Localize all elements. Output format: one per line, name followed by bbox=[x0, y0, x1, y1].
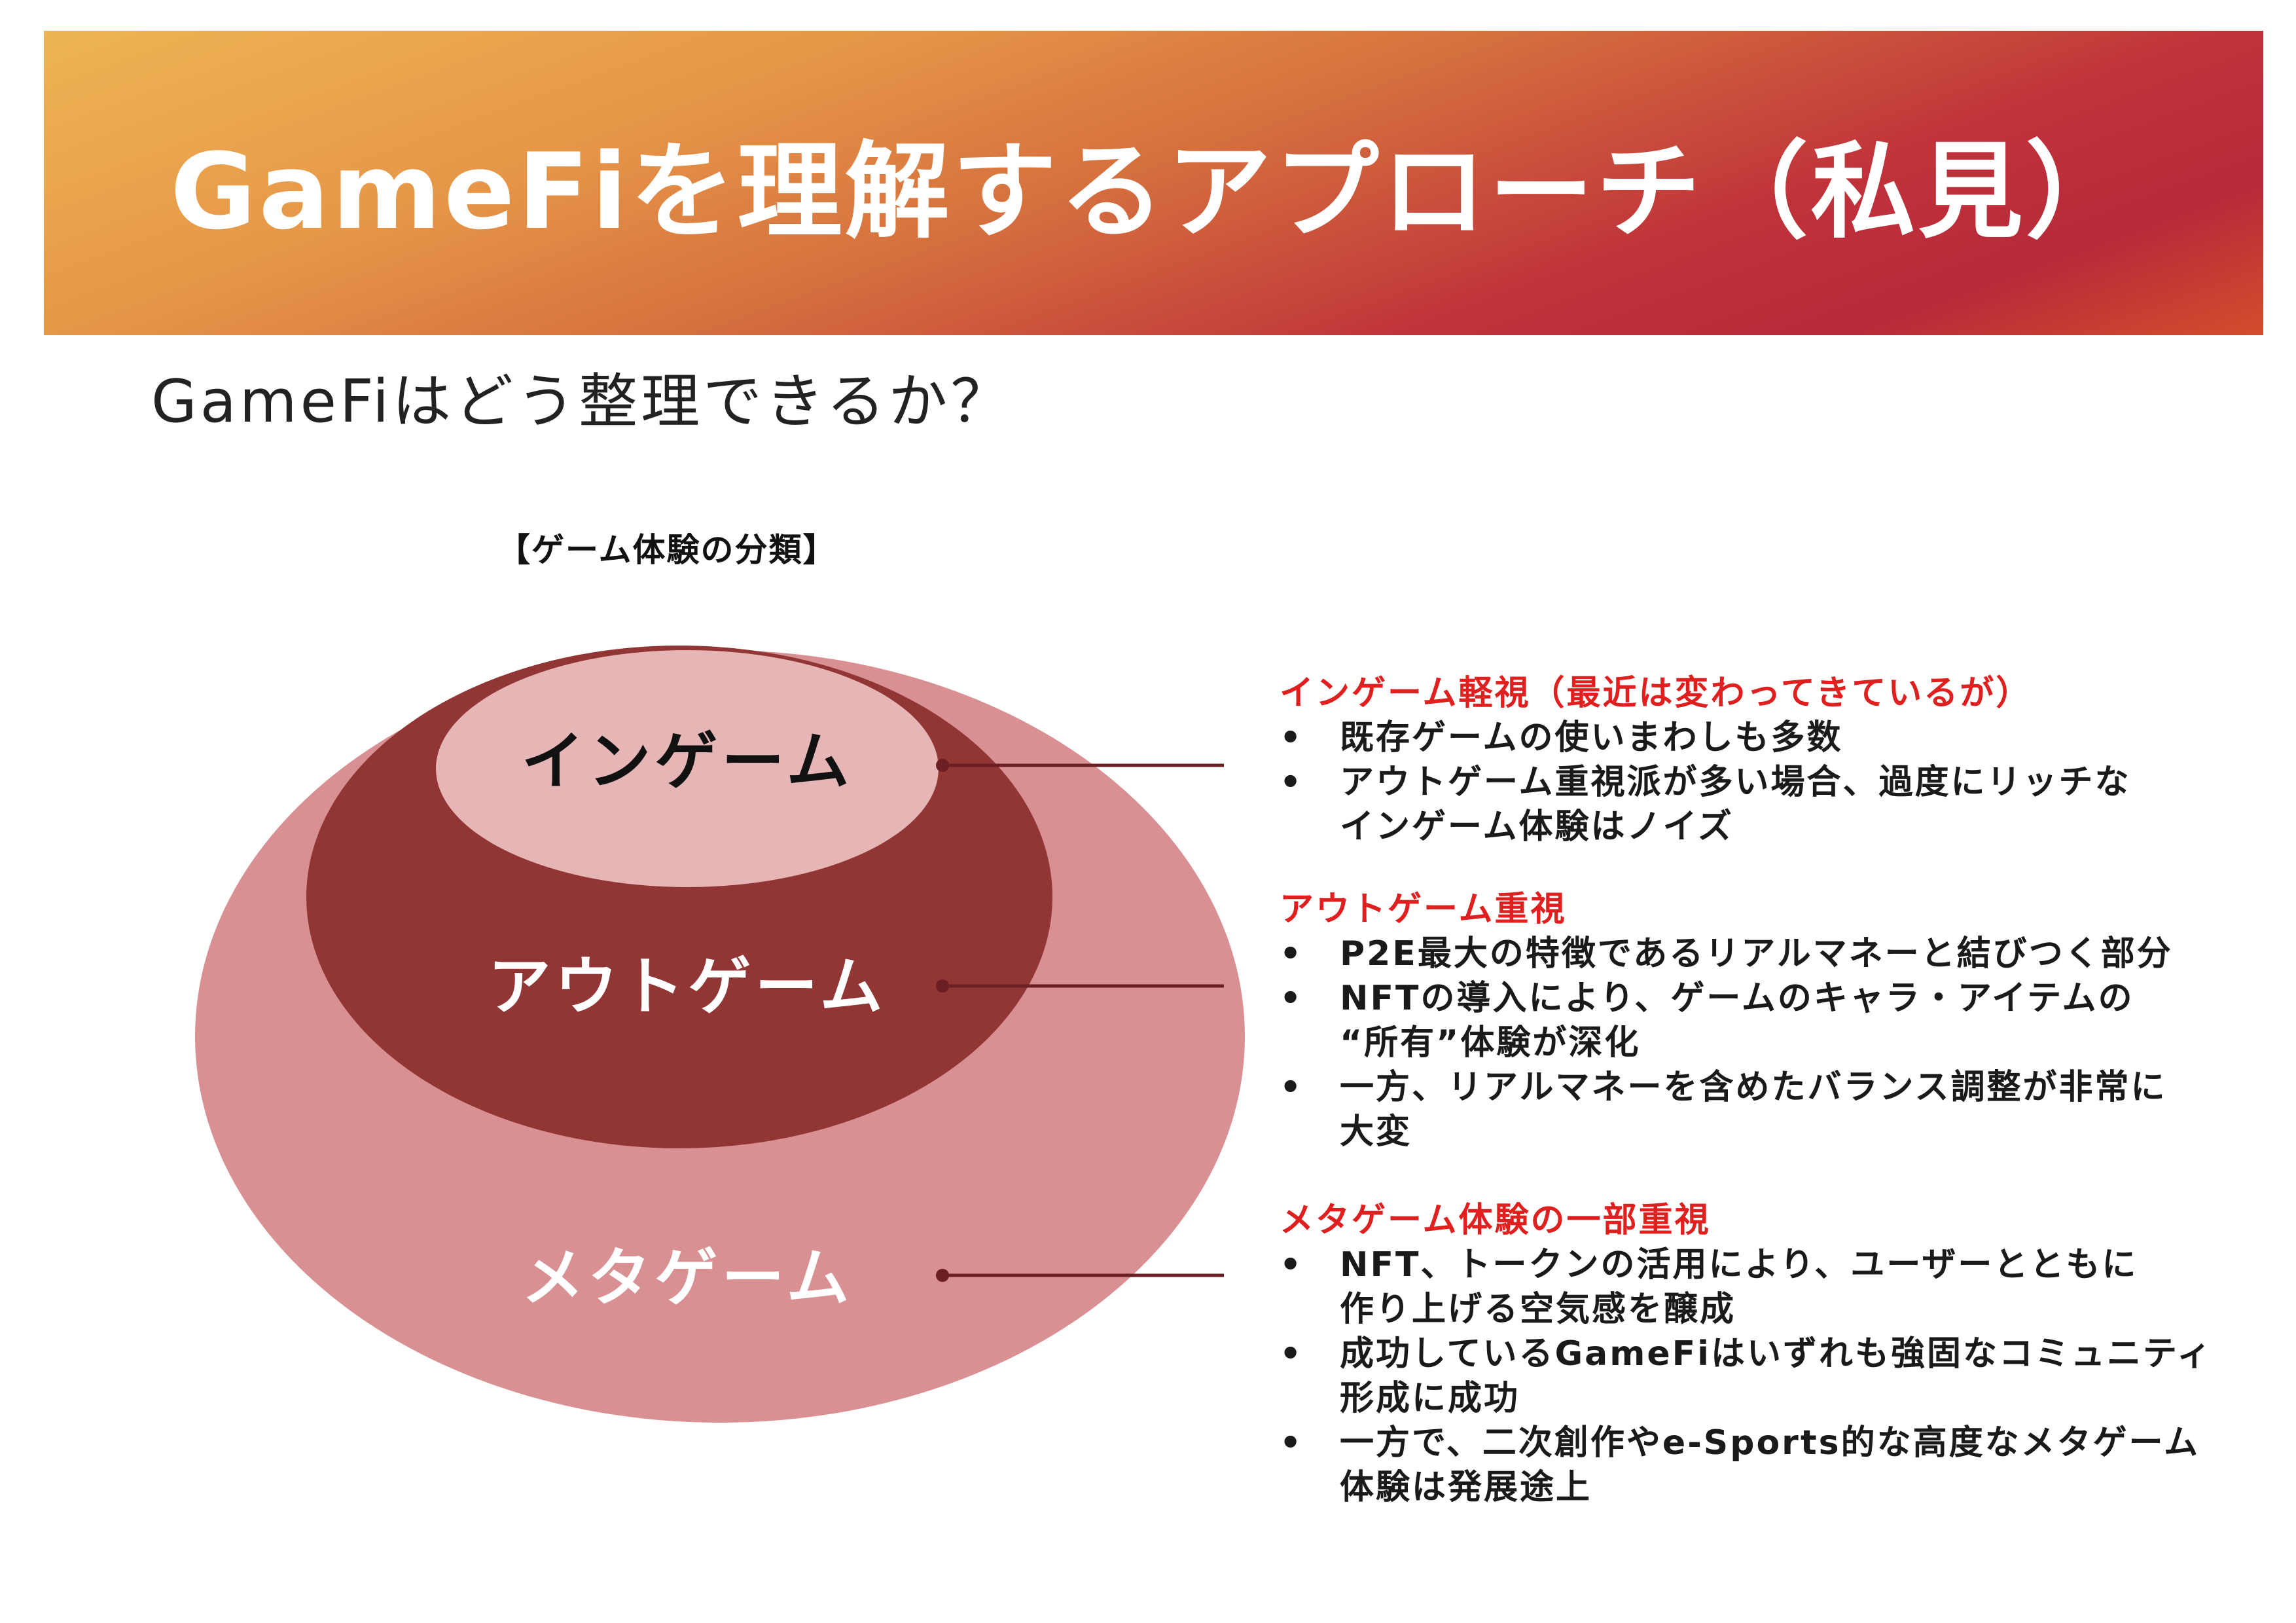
section-ingame: インゲーム軽視（最近は変わってきているが） • 既存ゲームの使いまわしも多数 • ア… bbox=[1280, 671, 2235, 849]
section-heading: メタゲーム体験の一部重視 bbox=[1280, 1201, 1711, 1240]
connector-metagame bbox=[936, 1269, 1224, 1282]
title-banner: GameFiを理解するアプローチ（私見） bbox=[44, 31, 2263, 335]
bullet-item: • アウトゲーム重視派が多い場合、過度にリッチな インゲーム体験はノイズ bbox=[1280, 760, 2235, 849]
bullet-list: • P2E最大の特徴であるリアルマネーと結びつく部分 • NFTの導入により、ゲーム… bbox=[1280, 932, 2235, 1154]
bullet-list: • 既存ゲームの使いまわしも多数 • アウトゲーム重視派が多い場合、過度にリッチな … bbox=[1280, 716, 2235, 849]
section-heading: インゲーム軽視（最近は変わってきているが） bbox=[1280, 674, 2032, 713]
bullet-item: • 一方で、二次創作やe-Sports的な高度なメタゲーム 体験は発展途上 bbox=[1280, 1421, 2235, 1510]
label-ingame: インゲーム bbox=[521, 725, 853, 798]
bullet-item: • 一方、リアルマネーを含めたバランス調整が非常に 大変 bbox=[1280, 1065, 2235, 1154]
bullet-text: NFTの導入により、ゲームのキャラ・アイテムの “所有”体験が深化 bbox=[1340, 979, 2134, 1063]
diagram-caption: 【ゲーム体験の分類】 bbox=[497, 531, 837, 569]
section-heading: アウトゲーム重視 bbox=[1280, 890, 1567, 929]
ellipse-ingame bbox=[436, 650, 939, 887]
bullet-dot: • bbox=[1280, 979, 1304, 1018]
slide-subtitle: GameFiはどう整理できるか？ bbox=[151, 367, 1013, 436]
bullet-dot: • bbox=[1280, 1068, 1304, 1107]
bullet-text: 一方で、二次創作やe-Sports的な高度なメタゲーム 体験は発展途上 bbox=[1340, 1423, 2200, 1507]
bullet-item: • NFT、トークンの活用により、ユーザーとともに 作り上げる空気感を醸成 bbox=[1280, 1243, 2235, 1332]
bullet-dot: • bbox=[1280, 763, 1304, 802]
bullet-dot: • bbox=[1280, 934, 1304, 974]
bullet-text: NFT、トークンの活用により、ユーザーとともに 作り上げる空気感を醸成 bbox=[1340, 1245, 2138, 1329]
bullet-item: • P2E最大の特徴であるリアルマネーと結びつく部分 bbox=[1280, 932, 2235, 976]
connector-outgame bbox=[936, 979, 1224, 993]
bullet-text: 既存ゲームの使いまわしも多数 bbox=[1340, 718, 1843, 757]
bullet-text: P2E最大の特徴であるリアルマネーと結びつく部分 bbox=[1340, 934, 2173, 974]
bullet-dot: • bbox=[1280, 1334, 1304, 1374]
bullet-text: 一方、リアルマネーを含めたバランス調整が非常に 大変 bbox=[1340, 1068, 2167, 1152]
slide-title: GameFiを理解するアプローチ（私見） bbox=[170, 130, 2133, 253]
label-metagame: メタゲーム bbox=[521, 1241, 853, 1315]
bullet-text: アウトゲーム重視派が多い場合、過度にリッチな インゲーム体験はノイズ bbox=[1340, 763, 2131, 847]
bullet-dot: • bbox=[1280, 718, 1304, 757]
section-metagame: メタゲーム体験の一部重視 • NFT、トークンの活用により、ユーザーとともに 作り… bbox=[1280, 1198, 2235, 1510]
section-outgame: アウトゲーム重視 • P2E最大の特徴であるリアルマネーと結びつく部分 • NFTの… bbox=[1280, 887, 2235, 1154]
label-outgame: アウトゲーム bbox=[488, 950, 886, 1023]
bullet-dot: • bbox=[1280, 1245, 1304, 1285]
bullet-list: • NFT、トークンの活用により、ユーザーとともに 作り上げる空気感を醸成 • 成功… bbox=[1280, 1243, 2235, 1510]
bullet-item: • 成功しているGameFiはいずれも強固なコミュニティ 形成に成功 bbox=[1280, 1332, 2235, 1421]
bullet-item: • NFTの導入により、ゲームのキャラ・アイテムの “所有”体験が深化 bbox=[1280, 976, 2235, 1065]
connector-ingame bbox=[936, 759, 1224, 772]
bullet-dot: • bbox=[1280, 1423, 1304, 1463]
bullet-text: 成功しているGameFiはいずれも強固なコミュニティ 形成に成功 bbox=[1340, 1334, 2213, 1418]
bullet-item: • 既存ゲームの使いまわしも多数 bbox=[1280, 716, 2235, 760]
